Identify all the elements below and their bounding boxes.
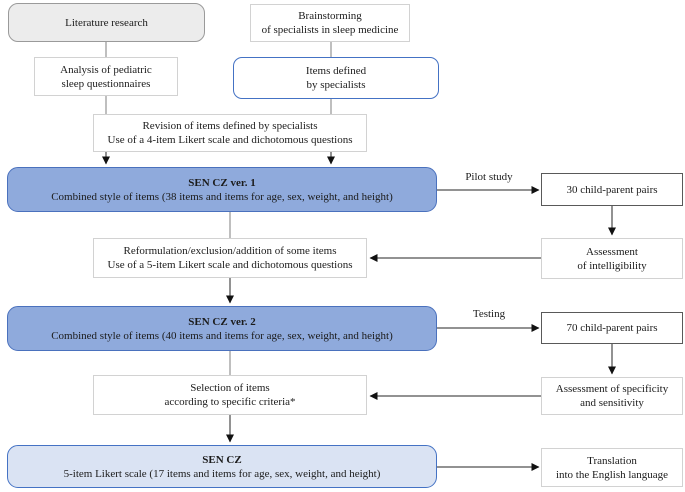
node-sen-cz-v2-title: SEN CZ ver. 2: [188, 315, 256, 328]
node-analysis-line1: Analysis of pediatric: [60, 63, 152, 76]
node-literature-research-label: Literature research: [65, 16, 148, 29]
node-brainstorming-line1: Brainstorming: [298, 10, 362, 22]
node-sen-cz-v1-subtitle: Combined style of items (38 items and it…: [51, 190, 393, 203]
node-translation-line2: into the English language: [555, 468, 669, 481]
node-selection: Selection of items according to specific…: [93, 375, 367, 415]
node-sen-cz-v2: SEN CZ ver. 2 Combined style of items (4…: [7, 306, 437, 351]
node-revision: Revision of items defined by specialists…: [93, 114, 367, 152]
edge-label-pilot-study: Pilot study: [465, 171, 513, 183]
node-selection-line1: Selection of items: [190, 382, 270, 394]
node-sen-cz-final-title: SEN CZ: [202, 453, 242, 466]
node-translation-line1: Translation: [587, 454, 637, 467]
node-sen-cz-v1: SEN CZ ver. 1 Combined style of items (3…: [7, 167, 437, 212]
node-assessment-specificity-line1: Assessment of specificity: [555, 383, 669, 395]
node-sen-cz-v1-title: SEN CZ ver. 1: [188, 176, 256, 189]
node-pairs-70: 70 child-parent pairs: [541, 312, 683, 344]
node-literature-research: Literature research: [8, 3, 205, 42]
node-pairs-30-label: 30 child-parent pairs: [566, 183, 658, 196]
node-items-defined: Items defined by specialists: [233, 57, 439, 99]
node-brainstorming-line2: of specialists in sleep medicine: [261, 24, 399, 36]
node-items-defined-line1: Items defined: [305, 65, 367, 77]
node-pairs-70-label: 70 child-parent pairs: [566, 322, 658, 334]
node-assessment-specificity-line2: and sensitivity: [580, 397, 644, 409]
node-sen-cz-final-subtitle: 5-item Likert scale (17 items and items …: [63, 467, 381, 480]
node-sen-cz-final: SEN CZ 5-item Likert scale (17 items and…: [7, 445, 437, 488]
node-assessment-specificity: Assessment of specificity and sensitivit…: [541, 377, 683, 415]
node-assessment-intelligibility: Assessment of intelligibility: [541, 238, 683, 279]
node-reformulation-line2: Use of a 5-item Likert scale and dichoto…: [107, 259, 353, 271]
node-assessment-intelligibility-line2: of intelligibility: [577, 259, 647, 272]
node-revision-line2: Use of a 4-item Likert scale and dichoto…: [107, 134, 353, 146]
node-sen-cz-v2-subtitle: Combined style of items (40 items and it…: [51, 329, 393, 342]
edge-label-testing: Testing: [472, 308, 506, 320]
node-items-defined-line2: by specialists: [306, 79, 366, 91]
node-revision-line1: Revision of items defined by specialists: [142, 120, 318, 132]
node-reformulation-line1: Reformulation/exclusion/addition of some…: [123, 245, 337, 257]
node-analysis: Analysis of pediatric sleep questionnair…: [34, 57, 178, 96]
node-reformulation: Reformulation/exclusion/addition of some…: [93, 238, 367, 278]
node-analysis-line2: sleep questionnaires: [61, 77, 151, 90]
node-brainstorming: Brainstorming of specialists in sleep me…: [250, 4, 410, 42]
node-pairs-30: 30 child-parent pairs: [541, 173, 683, 206]
node-assessment-intelligibility-line1: Assessment: [586, 245, 638, 258]
node-translation: Translation into the English language: [541, 448, 683, 487]
node-selection-line2: according to specific criteria*: [164, 396, 296, 408]
